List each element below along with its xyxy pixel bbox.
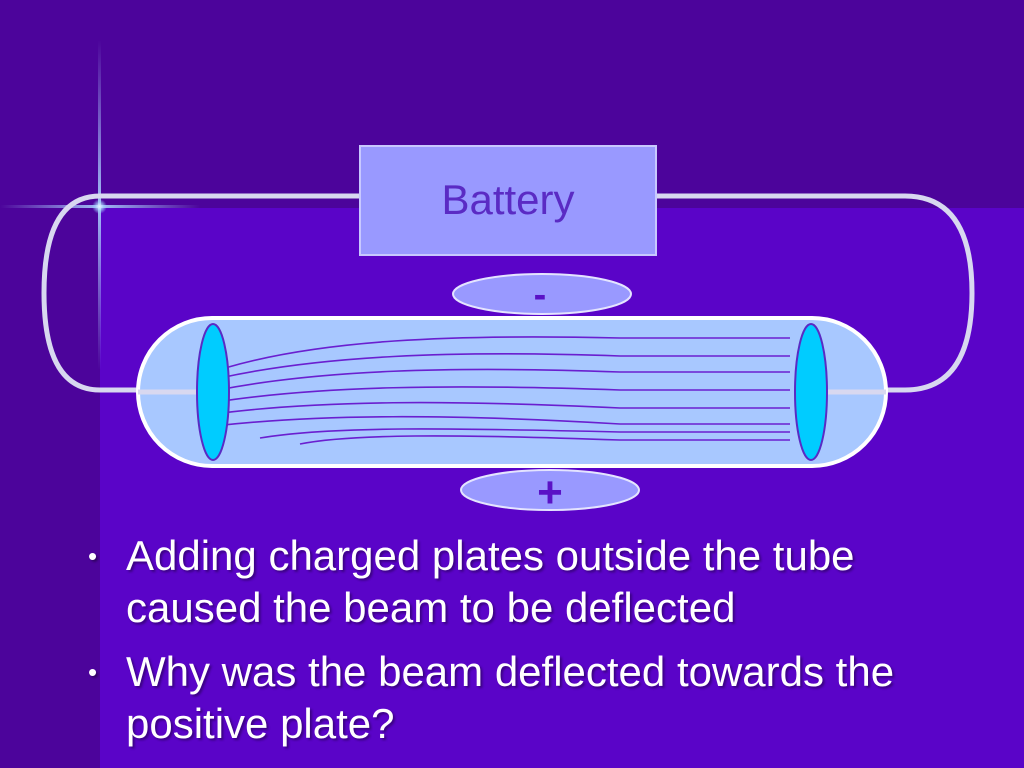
negative-plate [452,273,632,315]
circuit-wire [41,193,975,393]
battery-box [359,145,657,256]
positive-plate [460,469,640,511]
negative-plate-label: - [533,274,547,316]
bullet-text: Adding charged plates outside the tube c… [126,532,855,631]
background-left-band [0,0,100,768]
vacuum-tube [136,316,888,468]
bullet-item: • Why was the beam deflected towards the… [88,646,988,750]
bullet-list: • Adding charged plates outside the tube… [88,530,988,762]
bullet-item: • Adding charged plates outside the tube… [88,530,988,634]
anode-electrode [794,323,828,461]
bullet-text: Why was the beam deflected towards the p… [126,648,895,747]
battery-label: Battery [441,176,575,223]
positive-plate-label: + [537,468,563,517]
bullet-icon: • [88,541,98,571]
decorative-glow-spark [92,199,107,214]
electron-beam [213,336,790,445]
cathode-electrode [196,323,230,461]
bullet-icon: • [88,657,98,687]
